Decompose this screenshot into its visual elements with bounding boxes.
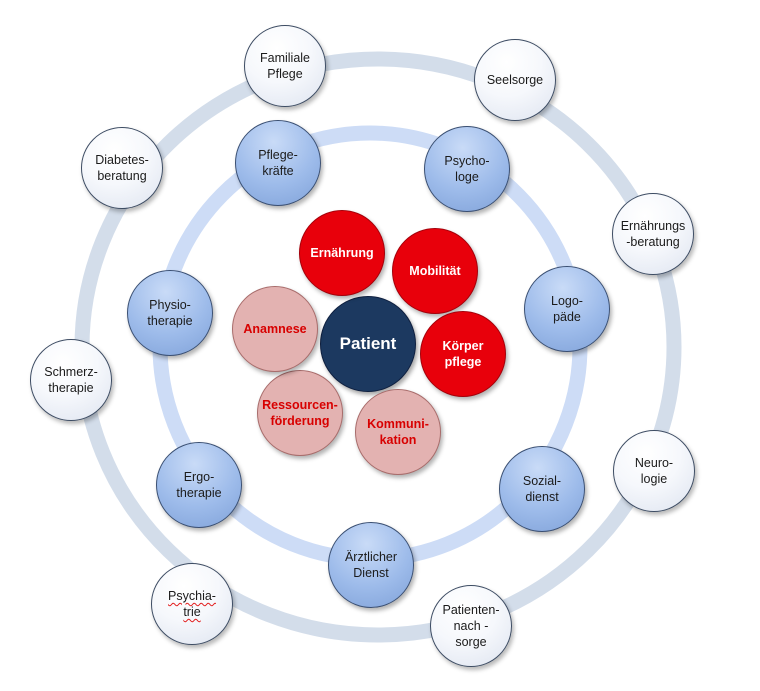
psychologe-node: Psycho- loge (424, 126, 510, 212)
neurologie-node: Neuro- logie (613, 430, 695, 512)
pflegekraefte-label: Pflege- kräfte (258, 148, 298, 178)
aerztlicher-dienst-node: Ärztlicher Dienst (328, 522, 414, 608)
schmerztherapie-node: Schmerz- therapie (30, 339, 112, 421)
patientennachsorge-label: Patienten- nach - sorge (442, 603, 500, 649)
kommunikation-node: Kommuni- kation (355, 389, 441, 475)
mobilitaet-node: Mobilität (392, 228, 478, 314)
psychiatrie-label: Psychia- trie (168, 589, 216, 619)
anamnese-node: Anamnese (232, 286, 318, 372)
patient-label: Patient (339, 334, 397, 354)
pflegekraefte-node: Pflege- kräfte (235, 120, 321, 206)
ressourcenfoerderung-label: Ressourcen- förderung (262, 398, 338, 428)
ernaehrungsberatung-node: Ernährungs -beratung (612, 193, 694, 275)
anamnese-label: Anamnese (243, 322, 307, 336)
kommunikation-label: Kommuni- kation (367, 417, 429, 447)
logopaede-label: Logo- päde (551, 294, 583, 324)
sozialdienst-label: Sozial- dienst (522, 474, 562, 504)
familiale-pflege-node: Familiale Pflege (244, 25, 326, 107)
patientennachsorge-node: Patienten- nach - sorge (430, 585, 512, 667)
ressourcenfoerderung-node: Ressourcen- förderung (257, 370, 343, 456)
seelsorge-node: Seelsorge (474, 39, 556, 121)
logopaede-node: Logo- päde (524, 266, 610, 352)
seelsorge-label: Seelsorge (486, 73, 544, 87)
neurologie-label: Neuro- logie (634, 456, 674, 486)
schmerztherapie-label: Schmerz- therapie (44, 365, 98, 395)
psychologe-label: Psycho- loge (444, 154, 490, 184)
ernaehrung-label: Ernährung (310, 246, 374, 260)
sozialdienst-node: Sozial- dienst (499, 446, 585, 532)
aerztlicher-dienst-label: Ärztlicher Dienst (344, 550, 398, 580)
physiotherapie-node: Physio- therapie (127, 270, 213, 356)
psychiatrie-node: Psychia- trie (151, 563, 233, 645)
diabetesberatung-node: Diabetes- beratung (81, 127, 163, 209)
familiale-pflege-label: Familiale Pflege (259, 51, 310, 81)
ernaehrungsberatung-label: Ernährungs -beratung (620, 219, 686, 249)
koerperpflege-label: Körper pflege (442, 339, 484, 369)
diabetesberatung-label: Diabetes- beratung (95, 153, 149, 183)
ergotherapie-label: Ergo- therapie (176, 470, 222, 500)
mobilitaet-label: Mobilität (409, 264, 461, 278)
ernaehrung-node: Ernährung (299, 210, 385, 296)
patient-node: Patient (320, 296, 416, 392)
koerperpflege-node: Körper pflege (420, 311, 506, 397)
physiotherapie-label: Physio- therapie (147, 298, 193, 328)
ergotherapie-node: Ergo- therapie (156, 442, 242, 528)
